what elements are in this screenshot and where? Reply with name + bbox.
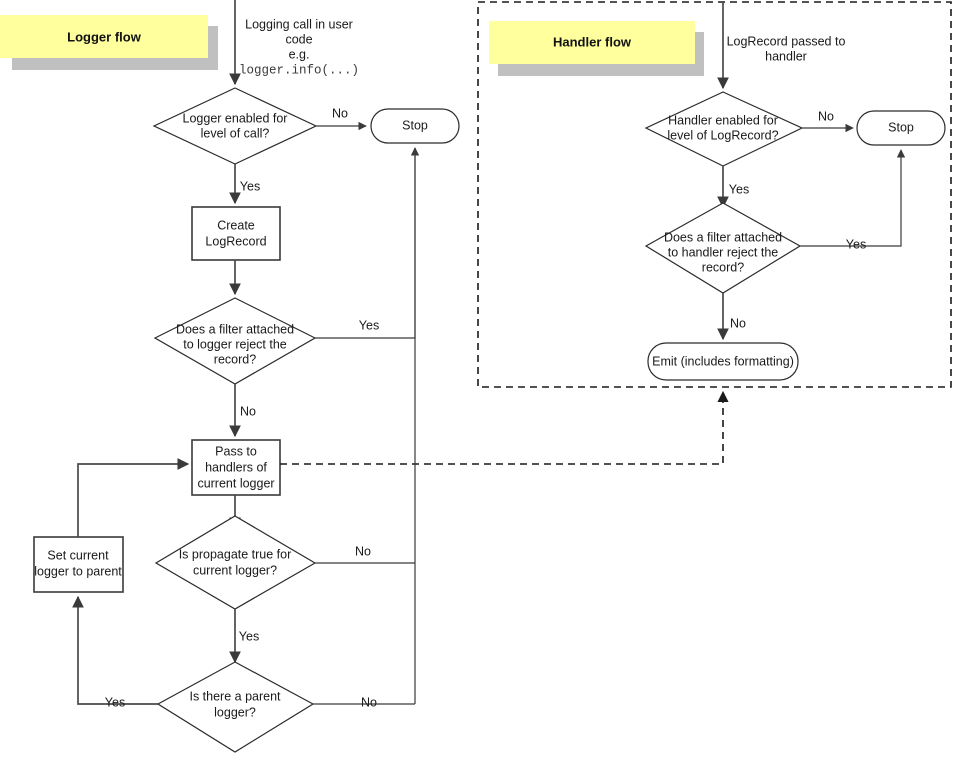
edge-label-logger-filter-no: No	[240, 404, 256, 418]
node-pass-to-handlers: Pass to handlers of current logger	[191, 439, 281, 496]
node-handler-enabled: Handler enabled for level of LogRecord?	[644, 91, 804, 167]
pass-to-handlers-label-line2: handlers of	[205, 460, 267, 474]
edge-label-parent-yes: Yes	[105, 695, 125, 709]
handler-filter-label-line2: to handler reject the	[668, 245, 779, 259]
node-emit: Emit (includes formatting)	[647, 342, 799, 381]
set-parent-label-line1: Set current	[47, 548, 109, 562]
edge-set-parent-to-pass	[77, 458, 190, 537]
logger-flow-title-label: Logger flow	[67, 29, 142, 44]
edge-label-propagate-yes: Yes	[239, 629, 259, 643]
logger-flow-title-card: Logger flow	[0, 15, 218, 70]
edge-logger-filter-yes-to-stop	[315, 147, 420, 339]
edge-label-logger-enabled-no: No	[332, 106, 348, 120]
node-set-parent: Set current logger to parent	[33, 536, 124, 593]
handler-enabled-label-line1: Handler enabled for	[668, 113, 778, 127]
logger-flow-title-background	[0, 15, 208, 58]
create-logrecord-label-line1: Create	[217, 218, 255, 232]
edge-label-handler-enabled-yes: Yes	[729, 182, 749, 196]
emit-label: Emit (includes formatting)	[652, 354, 794, 368]
has-parent-diamond	[156, 661, 315, 753]
logger-entry-caption-line2: code	[285, 32, 312, 46]
edge-label-handler-filter-no: No	[730, 316, 746, 330]
handler-flow-title-card: Handler flow	[489, 21, 704, 76]
node-handler-stop: Stop	[856, 110, 946, 146]
edge-label-propagate-no: No	[355, 544, 371, 558]
edge-label-logger-enabled-yes: Yes	[240, 179, 260, 193]
has-parent-label-line2: logger?	[214, 705, 256, 719]
handler-filter-label-line3: record?	[702, 260, 744, 274]
edge-pass-to-handler-flow	[280, 390, 729, 465]
logger-entry-caption-code: logger.info(...)	[239, 63, 359, 77]
edge-label-parent-no: No	[361, 695, 377, 709]
handler-enabled-label-line2: level of LogRecord?	[667, 128, 778, 142]
emit-terminator	[647, 342, 799, 381]
edge-label-handler-filter-yes: Yes	[846, 237, 866, 251]
has-parent-label-line1: Is there a parent	[189, 689, 281, 703]
logger-filter-label-line2: to logger reject the	[183, 337, 287, 351]
node-is-propagate: Is propagate true for current logger?	[154, 515, 317, 610]
handler-stop-terminator	[856, 110, 946, 146]
handler-flow-title-label: Handler flow	[553, 34, 632, 49]
logger-enabled-label-line1: Logger enabled for	[183, 111, 288, 125]
pass-to-handlers-label-line1: Pass to	[215, 444, 257, 458]
handler-flow-title-background	[489, 21, 695, 64]
edge-handler-filter-yes-to-stop	[800, 149, 906, 247]
logger-entry-caption-line3: e.g.	[289, 47, 310, 61]
edge-label-handler-enabled-no: No	[818, 109, 834, 123]
create-logrecord-box	[191, 206, 281, 261]
node-logger-stop: Stop	[370, 108, 460, 144]
node-logger-filter: Does a filter attached to logger reject …	[153, 297, 317, 385]
handler-entry-caption-line2: handler	[765, 49, 807, 63]
edge-parent-yes-to-set-parent	[72, 595, 158, 705]
is-propagate-label-line1: Is propagate true for	[179, 547, 292, 561]
logger-enabled-label-line2: level of call?	[201, 126, 270, 140]
node-create-logrecord: Create LogRecord	[191, 206, 281, 261]
logger-filter-label-line3: record?	[214, 352, 256, 366]
node-logger-enabled: Logger enabled for level of call?	[152, 87, 318, 165]
pass-to-handlers-box	[191, 439, 281, 496]
node-handler-filter: Does a filter attached to handler reject…	[644, 202, 802, 294]
logger-stop-terminator	[370, 108, 460, 144]
create-logrecord-label-line2: LogRecord	[205, 234, 266, 248]
handler-entry-caption-line1: LogRecord passed to	[727, 34, 846, 48]
handler-filter-label-line1: Does a filter attached	[664, 230, 782, 244]
set-parent-label-line2: logger to parent	[34, 564, 122, 578]
node-has-parent: Is there a parent logger?	[156, 661, 315, 753]
handler-flow-group-border	[477, 1, 952, 388]
logger-filter-label-line1: Does a filter attached	[176, 322, 294, 336]
logger-entry-caption-line1: Logging call in user	[245, 17, 353, 31]
handler-stop-label: Stop	[888, 120, 914, 134]
logger-stop-label: Stop	[402, 118, 428, 132]
edge-label-logger-filter-yes: Yes	[359, 318, 379, 332]
pass-to-handlers-label-line3: current logger	[197, 476, 274, 490]
is-propagate-label-line2: current logger?	[193, 563, 277, 577]
